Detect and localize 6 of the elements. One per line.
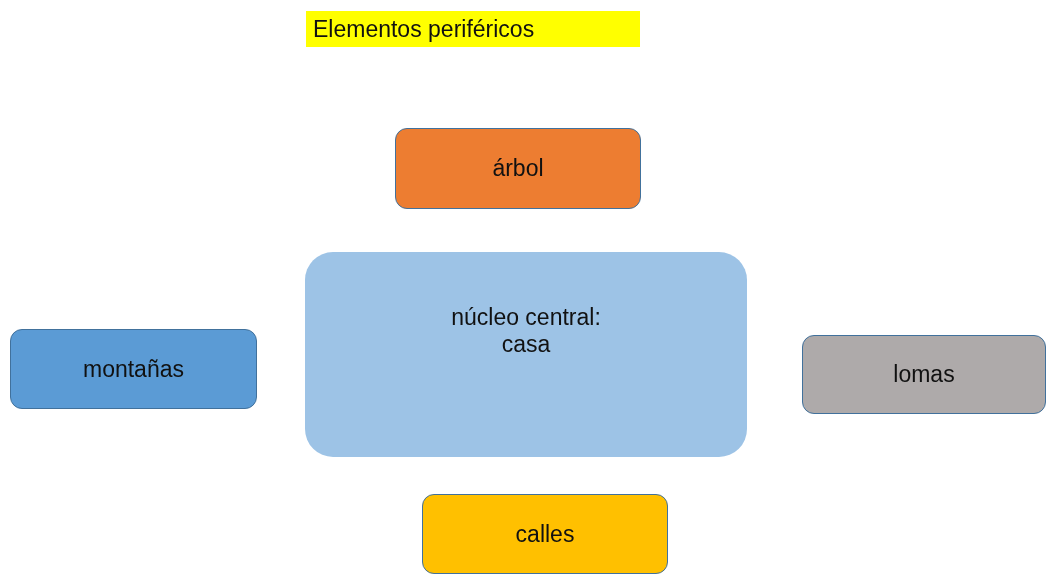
concept-box: núcleo central: casa <box>305 252 747 457</box>
concept-box: lomas <box>802 335 1046 414</box>
concept-box: árbol <box>395 128 641 209</box>
concept-box: montañas <box>10 329 257 409</box>
concept-box: calles <box>422 494 668 574</box>
title-text: Elementos periféricos <box>306 11 640 47</box>
